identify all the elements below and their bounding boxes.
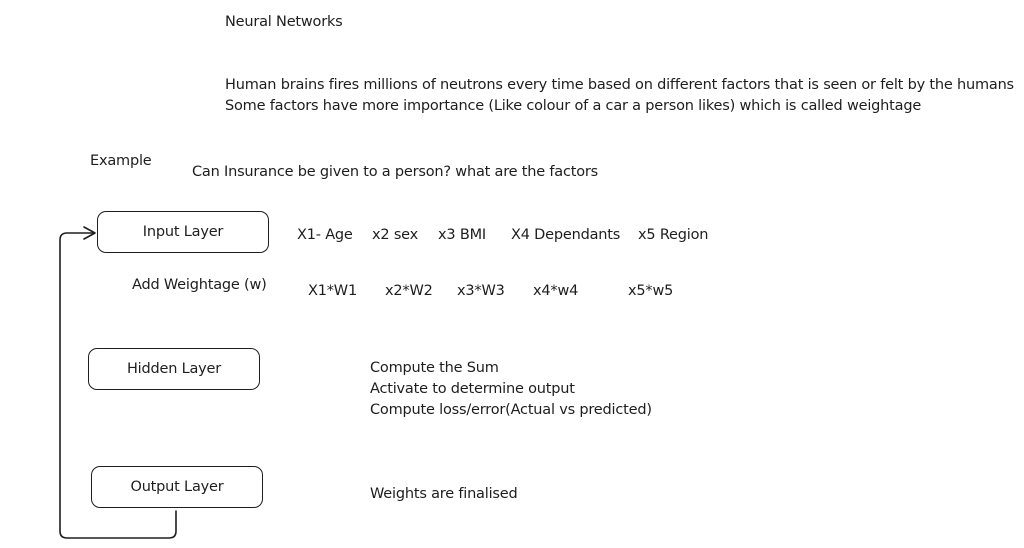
input-layer-box: Input Layer: [97, 211, 269, 253]
feature-region: x5 Region: [638, 227, 709, 243]
hidden-layer-box: Hidden Layer: [88, 348, 260, 390]
output-layer-label: Output Layer: [130, 479, 224, 495]
weight-term-2: x2*W2: [385, 283, 433, 299]
weight-term-5: x5*w5: [628, 283, 674, 299]
intro-line-2: Some factors have more importance (Like …: [225, 98, 922, 114]
weight-term-1: X1*W1: [308, 283, 357, 299]
feature-dependants: X4 Dependants: [511, 227, 621, 243]
output-layer-box: Output Layer: [91, 466, 263, 508]
input-layer-label: Input Layer: [142, 224, 224, 240]
feature-sex: x2 sex: [372, 227, 419, 243]
example-label: Example: [90, 153, 152, 169]
feature-bmi: x3 BMI: [438, 227, 486, 243]
hidden-step-1: Compute the Sum: [370, 360, 499, 376]
output-note: Weights are finalised: [370, 486, 518, 502]
weightage-label: Add Weightage (w): [132, 277, 267, 293]
intro-line-1: Human brains fires millions of neutrons …: [225, 77, 1014, 93]
page-title: Neural Networks: [225, 14, 343, 30]
hidden-step-2: Activate to determine output: [370, 381, 575, 397]
feature-age: X1- Age: [297, 227, 353, 243]
hidden-layer-label: Hidden Layer: [126, 361, 222, 377]
weight-term-3: x3*W3: [457, 283, 505, 299]
hidden-step-3: Compute loss/error(Actual vs predicted): [370, 402, 652, 418]
weight-term-4: x4*w4: [533, 283, 579, 299]
example-question: Can Insurance be given to a person? what…: [192, 164, 599, 180]
